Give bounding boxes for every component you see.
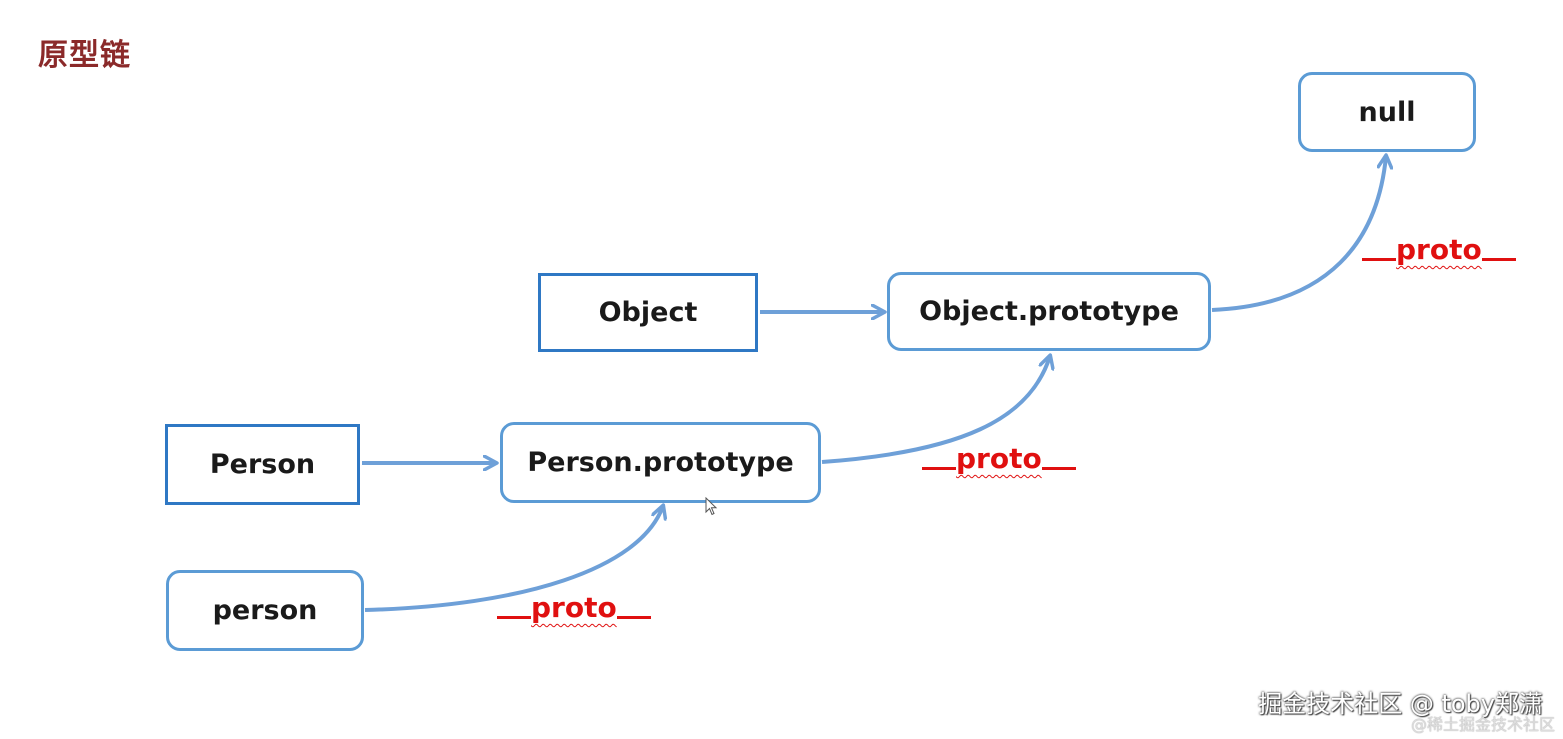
proto-label-person-to-prototype: proto <box>497 591 651 624</box>
watermark-main: 掘金技术社区 @ toby郑潇 <box>1258 690 1543 718</box>
node-person-constructor: Person <box>165 424 360 505</box>
proto-label-text: proto <box>1396 233 1482 266</box>
node-person-instance: person <box>166 570 364 651</box>
node-null: null <box>1298 72 1476 152</box>
proto-label-person-prototype-to-object-prototype: proto <box>922 442 1076 475</box>
watermark-sub: @稀土掘金技术社区 <box>1410 715 1555 734</box>
node-object: Object <box>538 273 758 352</box>
arrow-person-instance-to-person-prototype <box>364 506 663 612</box>
diagram-title: 原型链 <box>38 38 131 73</box>
proto-label-text: proto <box>531 591 617 624</box>
proto-label-text: proto <box>956 442 1042 475</box>
arrow-object-prototype-to-null <box>1211 156 1386 312</box>
node-person-prototype: Person.prototype <box>500 422 821 503</box>
node-object-prototype: Object.prototype <box>887 272 1211 351</box>
arrow-person-prototype-to-object-prototype <box>821 356 1050 464</box>
cursor-icon <box>705 497 718 516</box>
proto-label-object-prototype-to-null: proto <box>1362 233 1516 266</box>
